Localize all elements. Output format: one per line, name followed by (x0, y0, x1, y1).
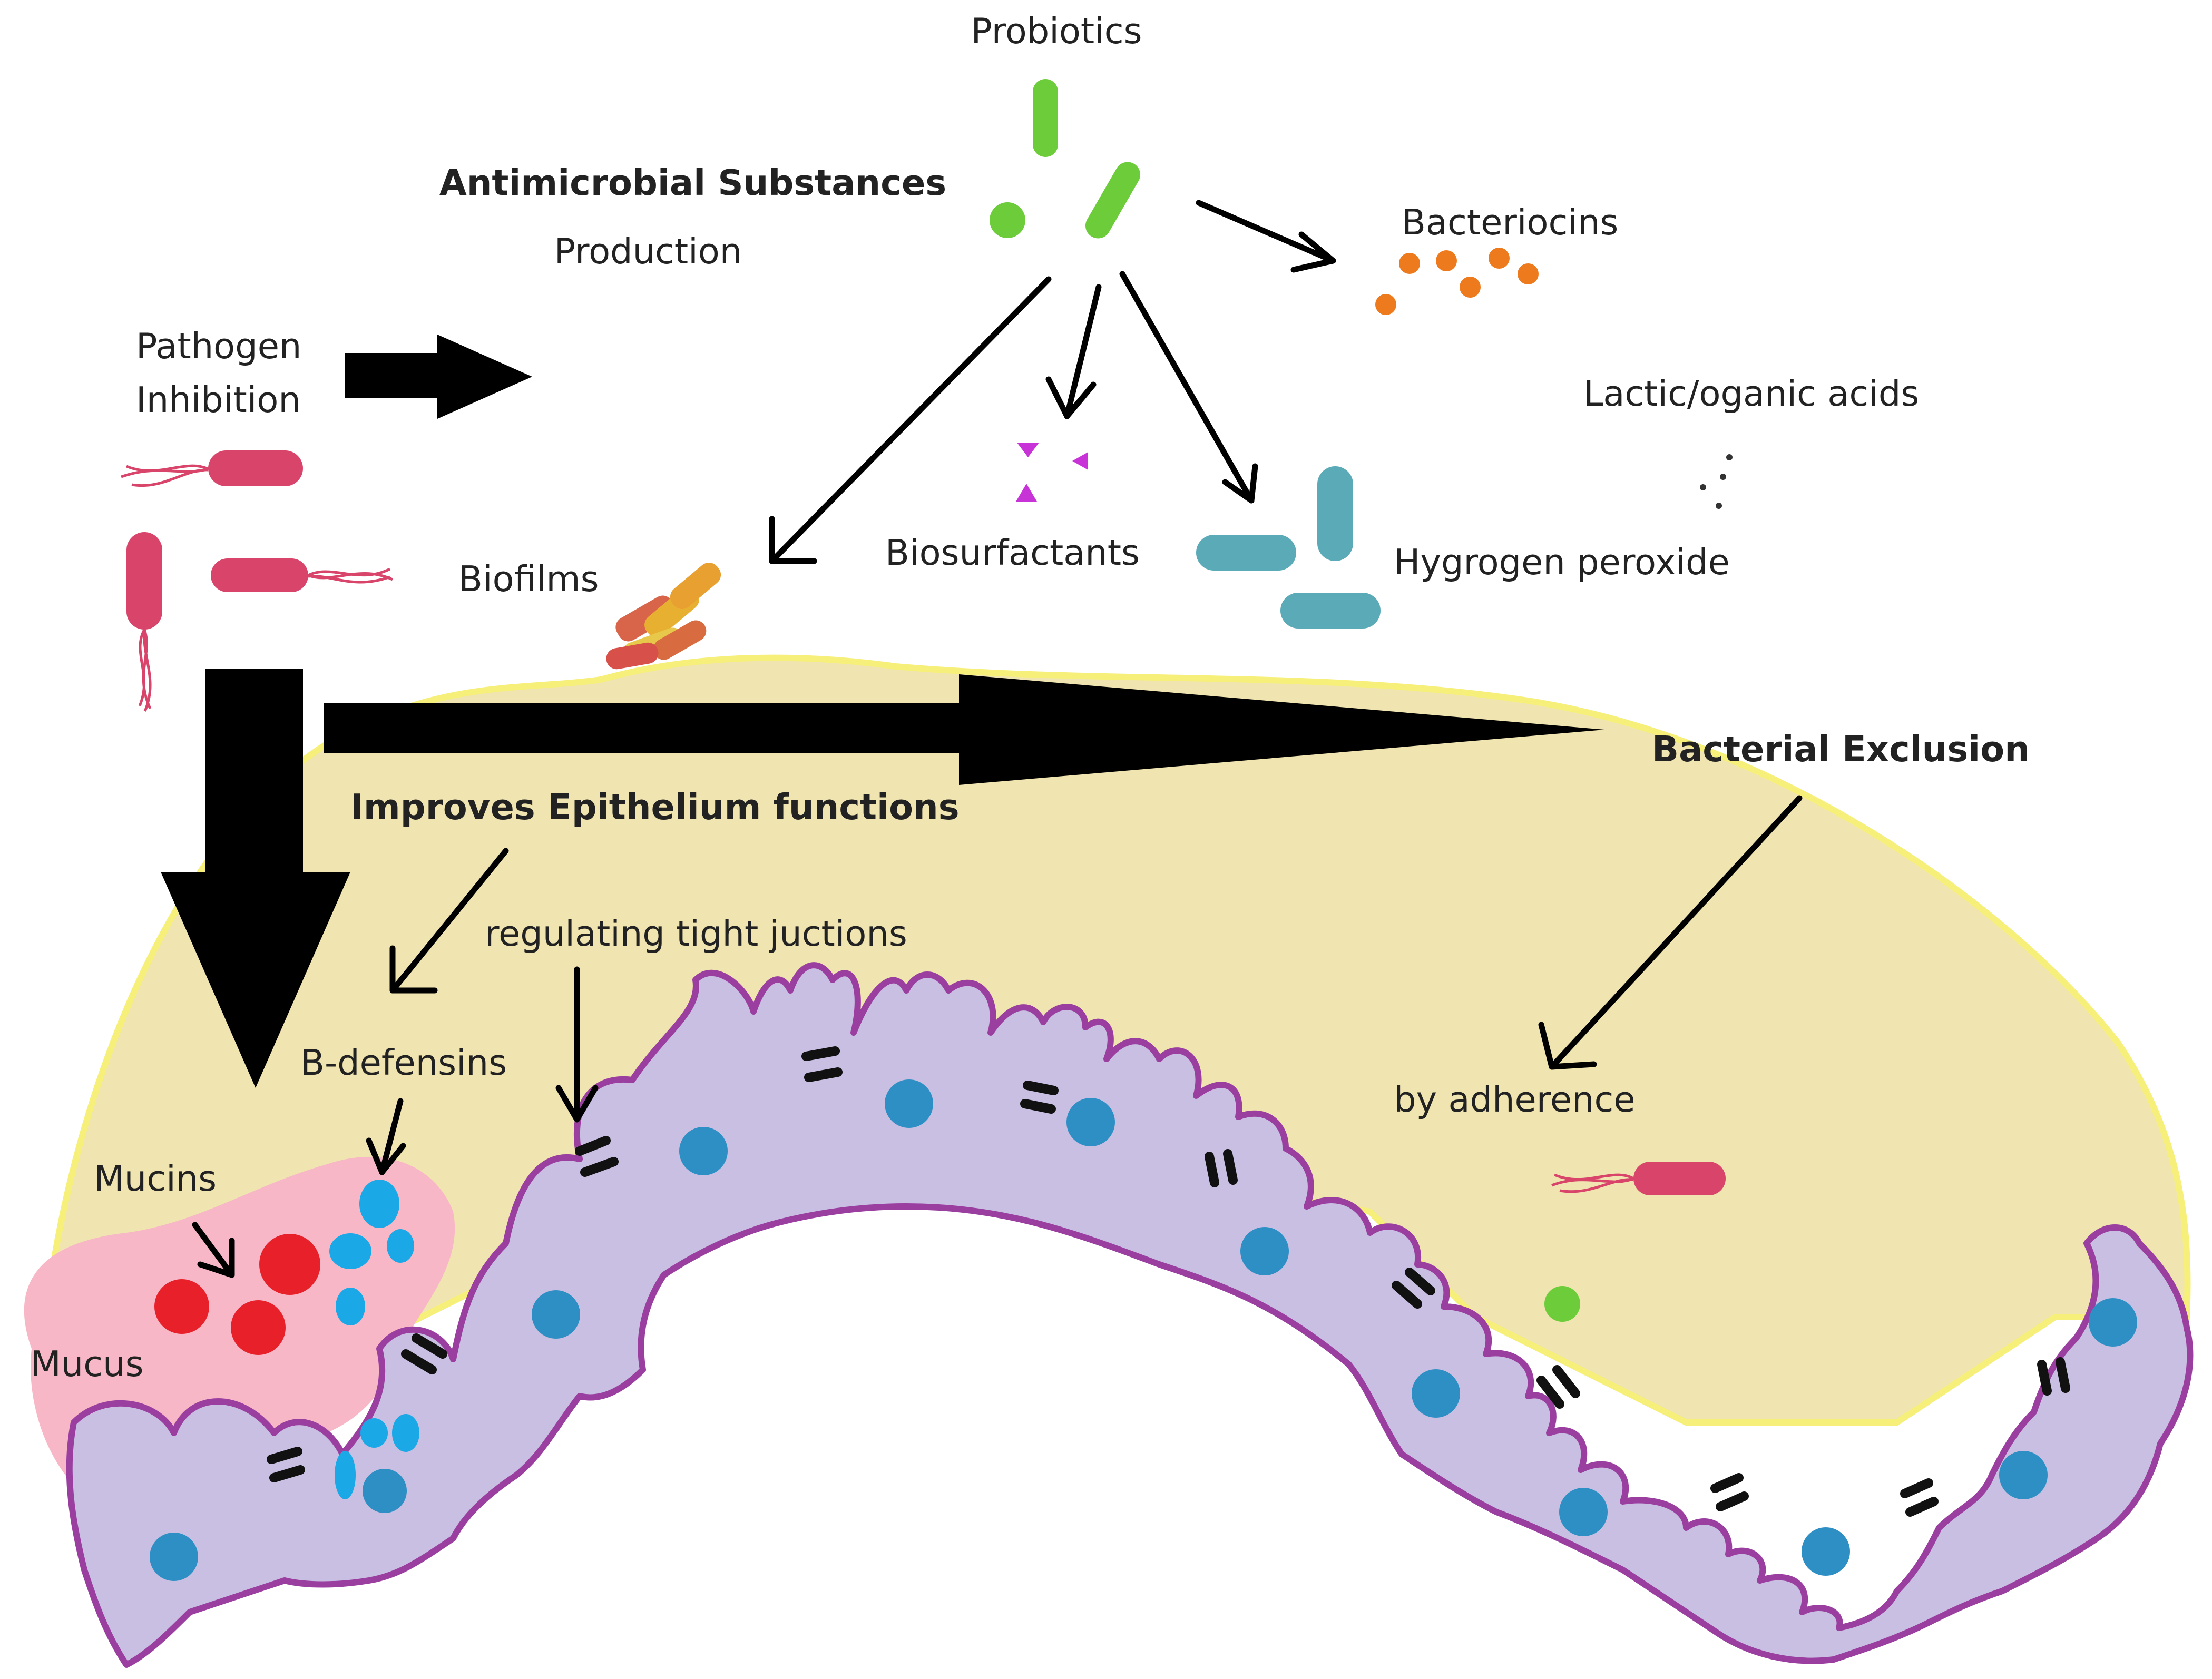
mucus-label: Mucus (31, 1343, 143, 1385)
cell-nuclei (150, 1079, 2137, 1581)
pathogen-rod-1 (121, 450, 303, 487)
mucin (154, 1279, 209, 1334)
tight-junction (1536, 1365, 1580, 1409)
defensin (360, 1418, 388, 1448)
arrow-to-biofilms (769, 276, 1052, 564)
biofilms-label: Biofilms (458, 558, 599, 600)
mucins (154, 1234, 320, 1355)
h2o2-rod (1317, 466, 1353, 561)
tight-junction (1205, 1149, 1238, 1187)
biosurfactant (1017, 443, 1039, 457)
nucleus (363, 1469, 407, 1513)
b-defensins (329, 1180, 419, 1499)
tight-junction (801, 1046, 843, 1082)
bacteriocin (1436, 250, 1457, 271)
tight-junctions-label: regulating tight juctions (485, 913, 907, 954)
defensin (335, 1451, 356, 1499)
inhibition-label: Inhibition (136, 379, 301, 420)
nucleus (679, 1127, 728, 1175)
tight-junction (267, 1447, 305, 1482)
by-adherence-label: by adherence (1394, 1079, 1636, 1120)
arrow-to-tight-junction (555, 966, 599, 1123)
thin-arrows (192, 200, 1803, 1278)
bacterial-exclusion-arrow (324, 674, 1604, 785)
mucin (259, 1234, 320, 1295)
tight-junction (401, 1333, 447, 1374)
nucleus (1802, 1527, 1850, 1576)
tight-junction (1392, 1268, 1435, 1309)
tight-junction (2037, 1357, 2070, 1396)
defensin (359, 1180, 399, 1228)
defensin (387, 1229, 414, 1263)
tight-junction (1020, 1081, 1059, 1114)
lactic-acids-label: Lactic/oganic acids (1583, 373, 1919, 414)
bacteriocin (1375, 294, 1396, 315)
pathogens (121, 450, 1726, 1195)
arrow-to-b-defensins (389, 848, 509, 994)
bacteriocins-particles (1375, 248, 1539, 315)
arrow-to-bacteriocins (1196, 200, 1336, 273)
bacterial-exclusion-label: Bacterial Exclusion (1652, 729, 2030, 770)
biosurfactant (1072, 452, 1088, 470)
bacteriocins-label: Bacteriocins (1402, 202, 1618, 243)
biosurfactant (1016, 484, 1037, 502)
bacteriocin (1399, 253, 1420, 274)
arrow-to-mucins (192, 1222, 235, 1278)
production-label: Production (554, 231, 742, 272)
biosurfactants-particles (1016, 443, 1088, 502)
improves-epithelium-label: Improves Epithelium functions (350, 787, 960, 828)
defensin (336, 1288, 365, 1325)
probiotics-cluster (990, 79, 1580, 1322)
pathogen-rod-lumen (1551, 1162, 1726, 1195)
epithelium-arrow (161, 669, 350, 1088)
probiotics-label: Probiotics (971, 11, 1142, 52)
hydrogen-peroxide-label: Hygrogen peroxide (1394, 542, 1730, 583)
antimicrobial-title: Antimicrobial Substances (439, 162, 946, 203)
b-defensins-label: B-defensins (300, 1042, 507, 1083)
nucleus (1240, 1227, 1289, 1275)
defensin (392, 1414, 419, 1452)
nucleus (1559, 1488, 1608, 1536)
pathogen-label: Pathogen (136, 326, 301, 367)
hydrogen-peroxide-rods (1196, 466, 1381, 629)
tight-junctions (267, 1046, 2070, 1517)
pathogen-inhibition-arrow (345, 335, 532, 419)
lactic-acid-particles (1700, 454, 1733, 509)
bacteriocin (1460, 277, 1481, 298)
nucleus (2089, 1298, 2137, 1347)
h2o2-rod (1196, 535, 1296, 571)
biofilm-cluster (606, 562, 721, 670)
mucins-label: Mucins (94, 1158, 217, 1199)
probiotic-rod (1033, 79, 1058, 157)
nucleus (1066, 1098, 1115, 1146)
h2o2-rod (1280, 593, 1381, 629)
bacteriocin (1489, 248, 1510, 269)
pathogen-rod-3 (211, 558, 394, 592)
pathogen-rod-2 (126, 532, 162, 712)
nucleus (1412, 1369, 1460, 1418)
probiotic-rod (1085, 162, 1140, 239)
big-arrows (161, 335, 1604, 1088)
probiotic-coccus (990, 202, 1025, 238)
nucleus (885, 1079, 933, 1128)
mucin (231, 1300, 286, 1355)
probiotic-coccus-lumen (1544, 1286, 1580, 1322)
tight-junction (575, 1136, 619, 1177)
biosurfactants-label: Biosurfactants (885, 532, 1140, 573)
nucleus (150, 1533, 198, 1581)
defensin (329, 1233, 371, 1269)
arrow-to-adherence (1538, 795, 1803, 1070)
bacteriocin (1518, 263, 1539, 284)
arrow-to-biosurfactants (1045, 284, 1102, 419)
arrow-b-defensins-to-cell (366, 1098, 406, 1175)
tight-junction (1900, 1478, 1939, 1517)
labels: Probiotics Antimicrobial Substances Prod… (31, 11, 2030, 1385)
nucleus (532, 1290, 580, 1339)
tight-junction (1710, 1473, 1749, 1511)
nucleus (1999, 1451, 2048, 1499)
arrow-to-hydrogen-peroxide (1119, 271, 1258, 504)
